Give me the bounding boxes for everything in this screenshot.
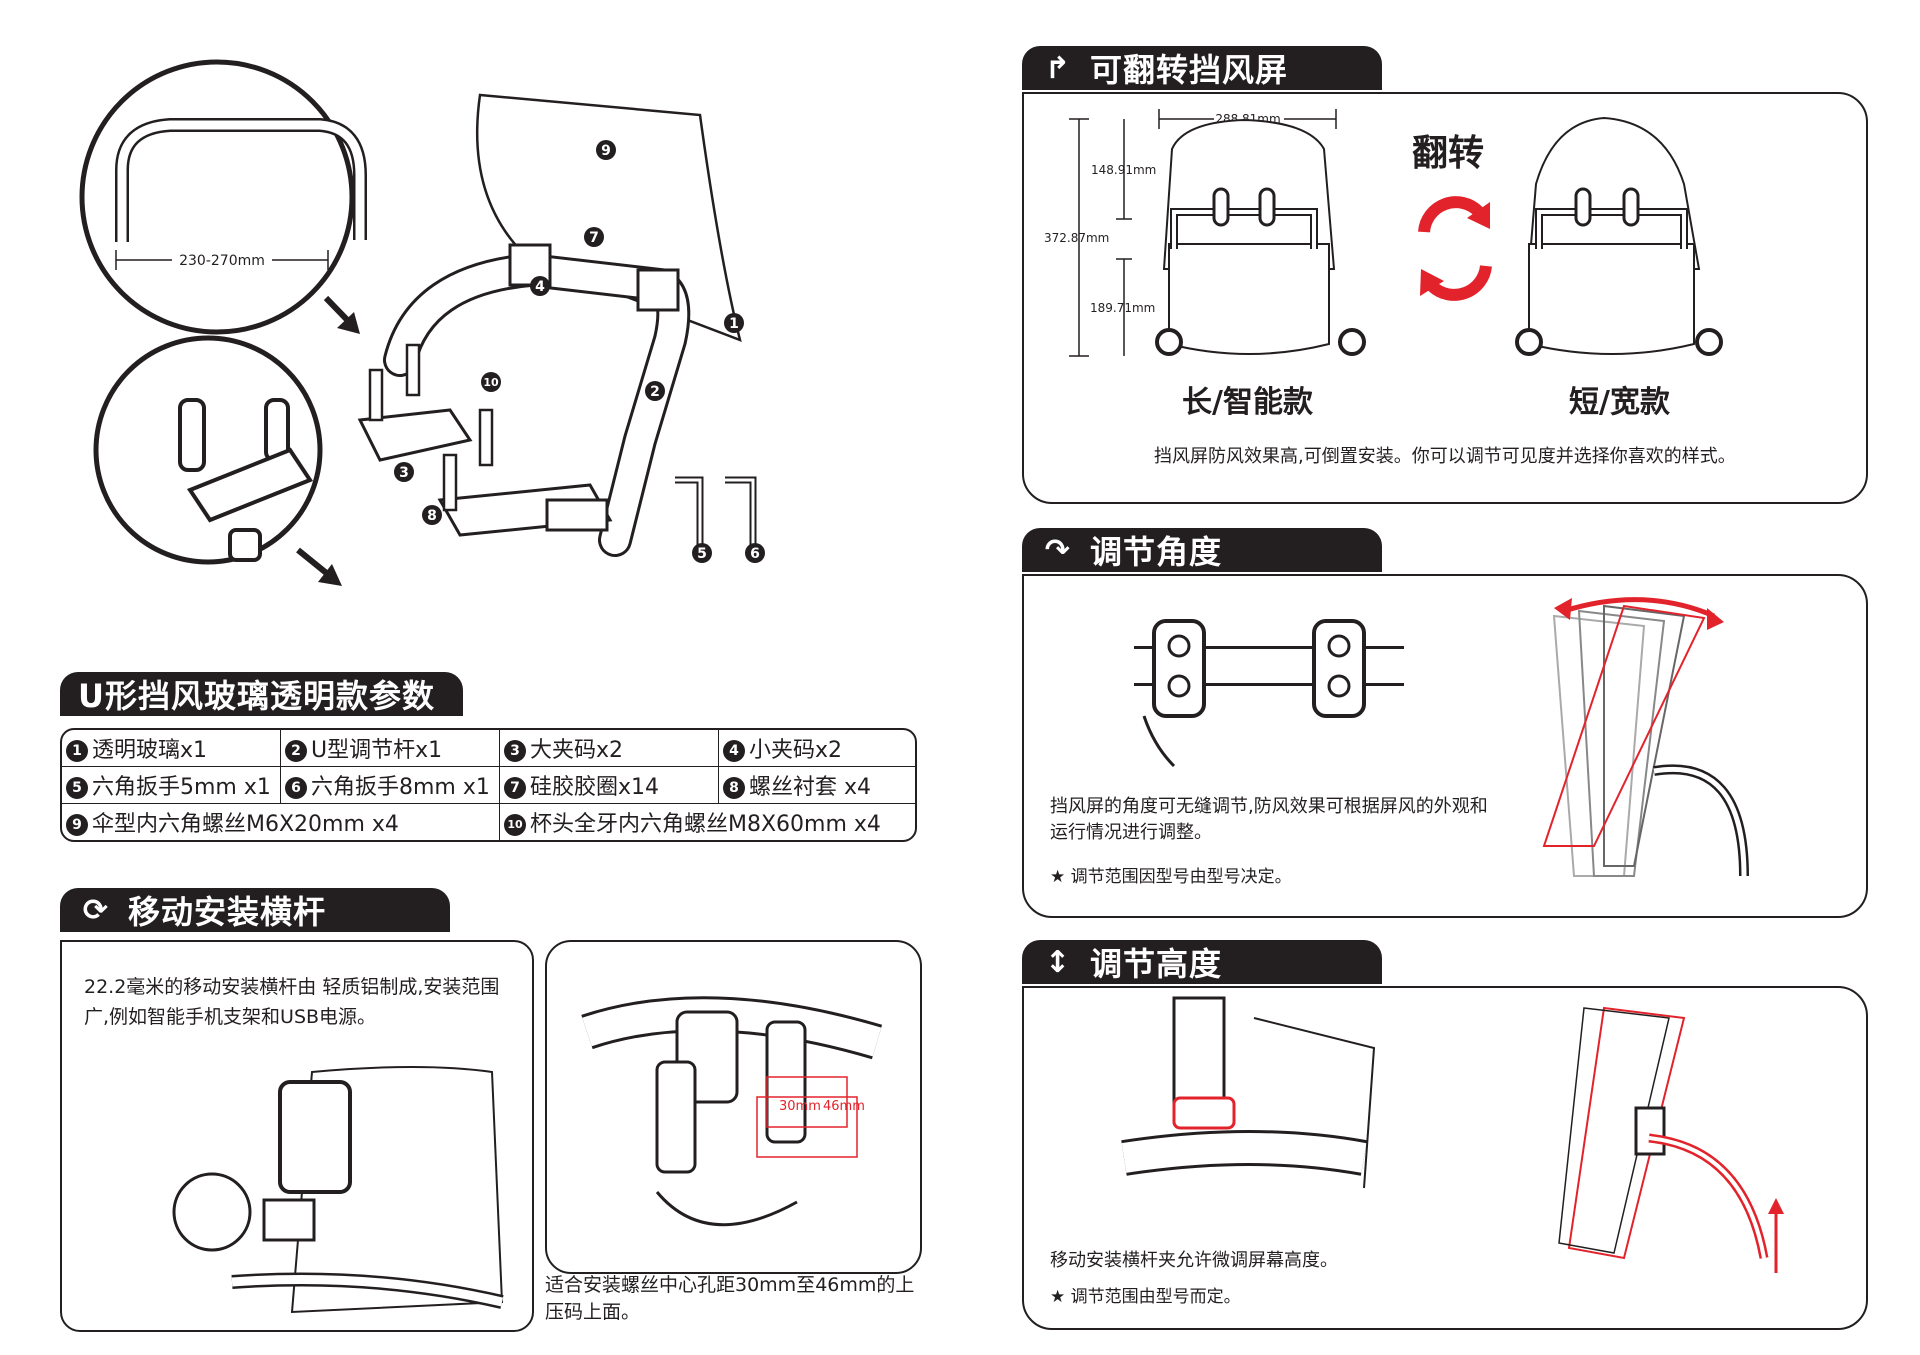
angle-note: ★ 调节范围因型号由型号决定。: [1050, 867, 1292, 887]
total-height-dimension: 372.87mm: [1044, 231, 1109, 245]
param-item: 小夹码x2: [749, 738, 843, 763]
param-item: 硅胶胶圈x14: [530, 775, 660, 800]
params-title-tab: U形挡风玻璃透明款参数: [60, 672, 463, 716]
param-item: 螺丝衬套 x4: [749, 775, 872, 800]
flip-description: 挡风屏防风效果高,可倒置安装。你可以调节可见度并选择你喜欢的样式。: [1154, 446, 1736, 467]
height-description: 移动安装横杆夹允许微调屏幕高度。: [1050, 1250, 1338, 1271]
item-number-badge: 10: [504, 814, 526, 836]
curved-arrow-icon: ↷: [1044, 532, 1072, 568]
item-number-badge: 1: [66, 740, 88, 762]
angle-description: 挡风屏的角度可无缝调节,防风效果可根据屏风的外观和运行情况进行调整。: [1050, 796, 1488, 843]
angle-adjust-illustration: [1134, 597, 1749, 877]
param-item: 伞型内六角螺丝M6X20mm x4: [92, 812, 399, 837]
callout-5: 5: [697, 546, 707, 562]
param-item: 大夹码x2: [530, 738, 624, 763]
flip-arrow-icon: ↱: [1044, 50, 1072, 86]
height-title-tab: ↕ 调节高度: [1022, 940, 1382, 984]
flip-title: 可翻转挡风屏: [1090, 51, 1289, 89]
clamp-detail-panel: 30mm 46mm: [545, 940, 922, 1274]
callout-1: 1: [729, 316, 739, 332]
flip-dimension-diagram: 288.81mm 372.87mm 148.91mm 189.71mm: [1044, 109, 1723, 357]
params-title: U形挡风玻璃透明款参数: [78, 677, 435, 715]
hole-distance-46: 46mm: [823, 1099, 865, 1114]
flip-panel: 288.81mm 372.87mm 148.91mm 189.71mm: [1022, 92, 1868, 504]
param-item: U型调节杆x1: [311, 738, 443, 763]
item-number-badge: 5: [66, 777, 88, 799]
flip-title-tab: ↱ 可翻转挡风屏: [1022, 46, 1382, 90]
param-item: 透明玻璃x1: [92, 738, 208, 763]
height-panel: 移动安装横杆夹允许微调屏幕高度。 ★ 调节范围由型号而定。: [1022, 986, 1868, 1330]
callout-2: 2: [650, 384, 660, 400]
callout-3: 3: [399, 465, 409, 481]
hole-distance-30: 30mm: [779, 1099, 821, 1114]
item-number-badge: 4: [723, 740, 745, 762]
handlebar-clamp-illustration: 30mm 46mm: [581, 996, 883, 1227]
angle-title-tab: ↷ 调节角度: [1022, 528, 1382, 572]
callout-4: 4: [535, 279, 545, 295]
clamp-caption: 适合安装螺丝中心孔距30mm至46mm的上压码上面。: [545, 1274, 915, 1323]
flip-label: 翻转: [1412, 133, 1485, 174]
short-model-label: 短/宽款: [1569, 385, 1670, 420]
angle-panel: 挡风屏的角度可无缝调节,防风效果可根据屏风的外观和运行情况进行调整。 ★ 调节范…: [1022, 574, 1868, 918]
item-number-badge: 9: [66, 814, 88, 836]
item-number-badge: 6: [285, 777, 307, 799]
angle-title: 调节角度: [1090, 533, 1223, 571]
item-number-badge: 8: [723, 777, 745, 799]
item-number-badge: 7: [504, 777, 526, 799]
mount-bar-description: 22.2毫米的移动安装横杆由 轻质铝制成,安装范围广,例如智能手机支架和USB电…: [84, 976, 500, 1028]
mount-bar-title-tab: ⟳ 移动安装横杆: [60, 888, 450, 932]
param-item: 六角扳手5mm x1: [92, 775, 271, 800]
callout-9: 9: [601, 143, 611, 159]
top-height-dimension: 148.91mm: [1091, 163, 1156, 177]
param-item: 六角扳手8mm x1: [311, 775, 490, 800]
phone-mount-illustration: [172, 1066, 504, 1314]
height-note: ★ 调节范围由型号而定。: [1050, 1287, 1241, 1307]
callout-8: 8: [427, 508, 437, 524]
item-number-badge: 3: [504, 740, 526, 762]
long-model-label: 长/智能款: [1182, 385, 1313, 420]
callout-7: 7: [589, 230, 599, 246]
exploded-assembly-diagram: 230-270mm 1 2 3: [79, 59, 765, 586]
rotate-arrow-icon: ⟳: [82, 892, 110, 928]
height-title: 调节高度: [1090, 945, 1223, 983]
param-item: 杯头全牙内六角螺丝M8X60mm x4: [530, 812, 881, 837]
height-adjust-illustration: [1121, 996, 1784, 1273]
bar-width-label: 230-270mm: [179, 253, 265, 269]
callout-6: 6: [750, 546, 760, 562]
callout-10: 10: [483, 376, 499, 389]
up-down-arrow-icon: ↕: [1044, 944, 1072, 980]
mount-bar-panel: 22.2毫米的移动安装横杆由 轻质铝制成,安装范围广,例如智能手机支架和USB电…: [60, 940, 534, 1332]
bottom-height-dimension: 189.71mm: [1090, 301, 1155, 315]
item-number-badge: 2: [285, 740, 307, 762]
mount-bar-title: 移动安装横杆: [128, 893, 327, 931]
